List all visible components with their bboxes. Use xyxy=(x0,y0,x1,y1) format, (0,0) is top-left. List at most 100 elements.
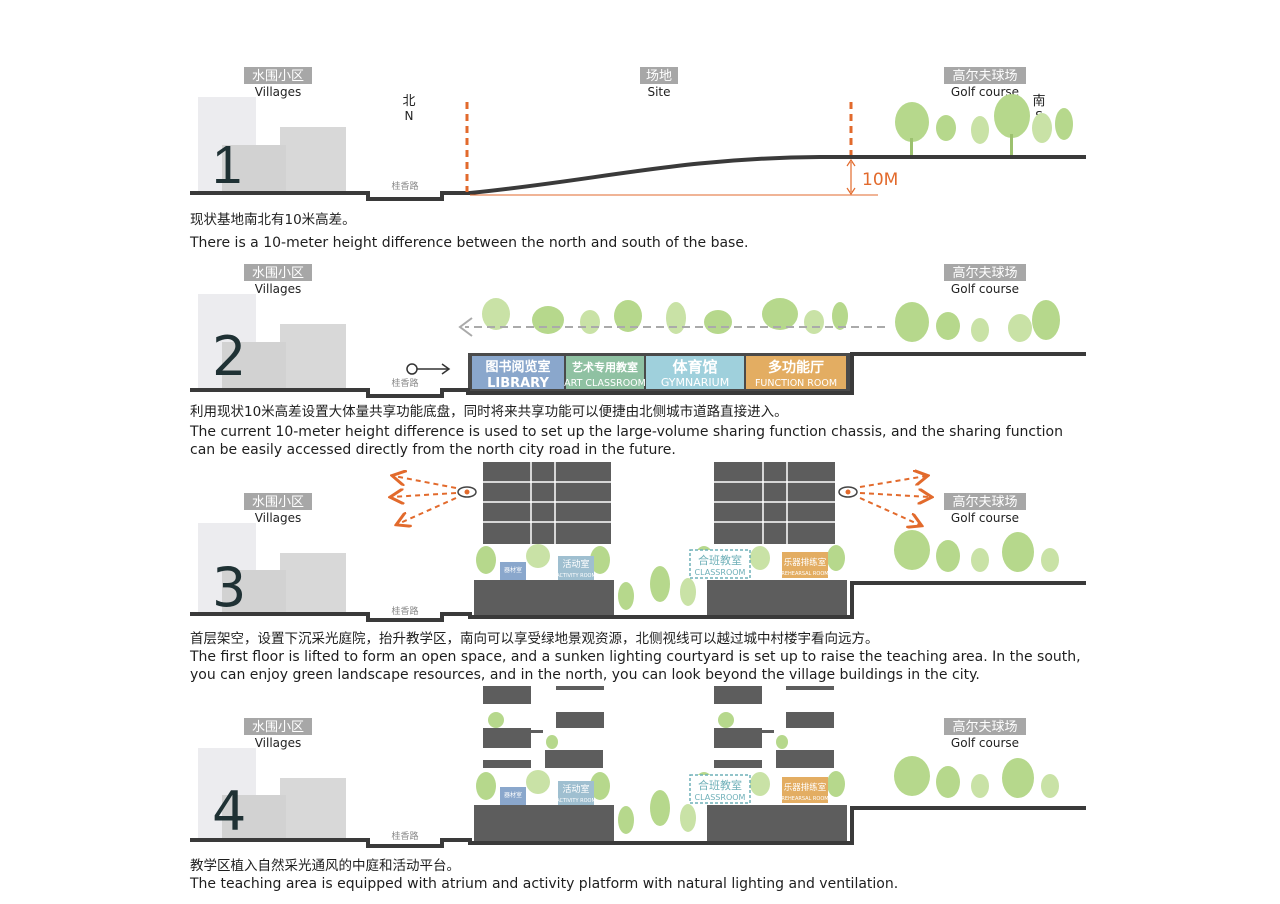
library-label-en: LIBRARY xyxy=(487,376,549,391)
function-label-en: FUNCTION ROOM xyxy=(755,378,837,389)
ground-line xyxy=(190,581,1086,622)
rehearsal-label-cn: 乐器排练室 xyxy=(784,557,827,568)
ground-line xyxy=(190,155,1086,201)
south-label-cn: 南 xyxy=(1032,93,1045,109)
caption-1-en: There is a 10-meter height difference be… xyxy=(190,235,749,251)
panel-1: 1 水围小区 Villages 场地 Site 高尔夫球场 Golf cours… xyxy=(190,67,1086,201)
golf-label-cn: 高尔夫球场 xyxy=(952,494,1017,510)
eye-icon xyxy=(838,486,858,498)
activity-label-en: ACTIVITY ROOM xyxy=(556,798,596,804)
villages-label-cn: 水围小区 xyxy=(252,495,304,510)
villages-label-cn: 水围小区 xyxy=(252,69,304,84)
golf-label-cn: 高尔夫球场 xyxy=(952,68,1017,84)
road-label: 桂香路 xyxy=(391,605,418,617)
classroom-room xyxy=(689,549,751,579)
rehearsal-room xyxy=(782,777,828,803)
label-box xyxy=(244,493,312,510)
rehearsal-room xyxy=(782,552,828,578)
village-building xyxy=(222,795,286,840)
village-building xyxy=(280,553,346,614)
library-label-cn: 图书阅览室 xyxy=(485,359,550,375)
small-room-label-cn: 器材室 xyxy=(504,791,522,799)
view-arrows-south xyxy=(859,476,930,525)
gym-label-cn: 体育馆 xyxy=(672,358,717,376)
label-box xyxy=(244,718,312,735)
roof-trees xyxy=(482,298,1060,342)
art-block xyxy=(566,356,644,389)
caption-4-en: The teaching area is equipped with atriu… xyxy=(190,876,899,892)
eye-icon xyxy=(457,486,477,498)
ground-line xyxy=(190,352,1086,398)
caption-2-cn: 利用现状10米高差设置大体量共享功能底盘，同时将来共享功能可以便捷由北侧城市道路… xyxy=(190,404,788,420)
label-box xyxy=(244,67,312,84)
caption-1-cn: 现状基地南北有10米高差。 xyxy=(190,212,356,228)
function-block xyxy=(746,356,846,389)
villages-label-en: Villages xyxy=(255,282,302,296)
library-block xyxy=(472,356,564,389)
gym-label-en: GYMNARIUM xyxy=(661,376,729,389)
village-building xyxy=(222,145,286,193)
view-arrows-north xyxy=(392,476,457,524)
caption-2-en-line1: The current 10-meter height difference i… xyxy=(190,424,1063,440)
function-label-cn: 多功能厅 xyxy=(768,359,824,376)
art-label-cn: 艺术专用教室 xyxy=(572,360,638,374)
podium-east xyxy=(707,805,847,841)
north-label-en: N xyxy=(405,109,414,123)
villages-label-en: Villages xyxy=(255,511,302,525)
height-label: 10M xyxy=(862,170,898,190)
step-number: 4 xyxy=(212,780,246,843)
site-label-en: Site xyxy=(647,85,670,99)
label-box xyxy=(944,67,1026,84)
panel-4: 4 水围小区 Villages 高尔夫球场 Golf course xyxy=(190,686,1086,848)
caption-3-en-line2: you can enjoy green landscape resources,… xyxy=(190,667,980,683)
step-number: 3 xyxy=(212,556,246,619)
golf-trees xyxy=(895,94,1073,156)
ground-line xyxy=(190,806,1086,848)
entry-marker xyxy=(406,363,418,375)
village-building xyxy=(222,570,286,614)
label-box xyxy=(944,264,1026,281)
villages-label-cn: 水围小区 xyxy=(252,266,304,281)
podium-west xyxy=(474,805,614,841)
activity-label-cn: 活动室 xyxy=(562,558,589,570)
rehearsal-label-cn: 乐器排练室 xyxy=(784,782,827,793)
villages-label-en: Villages xyxy=(255,85,302,99)
golf-label-en: Golf course xyxy=(951,736,1019,750)
podium-east xyxy=(707,580,847,616)
label-box xyxy=(944,718,1026,735)
teaching-slabs-north xyxy=(483,686,604,768)
site-label-cn: 场地 xyxy=(646,69,672,84)
activity-label-en: ACTIVITY ROOM xyxy=(556,573,596,579)
slab-trees xyxy=(488,712,788,749)
golf-label-cn: 高尔夫球场 xyxy=(952,265,1017,281)
villages-label-en: Villages xyxy=(255,736,302,750)
courtyard-trees xyxy=(476,530,1059,610)
rehearsal-label-en: REHEARSAL ROOM xyxy=(781,796,828,802)
village-building xyxy=(222,342,286,390)
label-box xyxy=(244,264,312,281)
road-label: 桂香路 xyxy=(391,180,418,192)
golf-label-en: Golf course xyxy=(951,282,1019,296)
small-room xyxy=(500,787,526,805)
activity-label-cn: 活动室 xyxy=(562,783,589,795)
village-building xyxy=(280,324,346,390)
activity-room xyxy=(558,556,594,580)
small-room-label-cn: 器材室 xyxy=(504,566,522,574)
small-room xyxy=(500,562,526,580)
road-label: 桂香路 xyxy=(391,830,418,842)
step-number: 1 xyxy=(212,135,242,195)
podium-west xyxy=(474,580,614,616)
activity-room xyxy=(558,781,594,805)
panel-2: 2 水围小区 Villages 高尔夫球场 Golf course xyxy=(190,264,1086,398)
caption-2-en-line2: can be easily accessed directly from the… xyxy=(190,442,676,458)
classroom-label-en: CLASSROOM xyxy=(695,793,746,802)
label-box xyxy=(640,67,678,84)
gym-block xyxy=(646,356,744,389)
golf-label-en: Golf course xyxy=(951,511,1019,525)
north-label-cn: 北 xyxy=(402,94,415,109)
teaching-block-south xyxy=(714,462,835,544)
caption-3-en-line1: The first floor is lifted to form an ope… xyxy=(190,649,1081,665)
village-building xyxy=(280,127,346,193)
caption-4-cn: 教学区植入自然采光通风的中庭和活动平台。 xyxy=(190,858,460,874)
